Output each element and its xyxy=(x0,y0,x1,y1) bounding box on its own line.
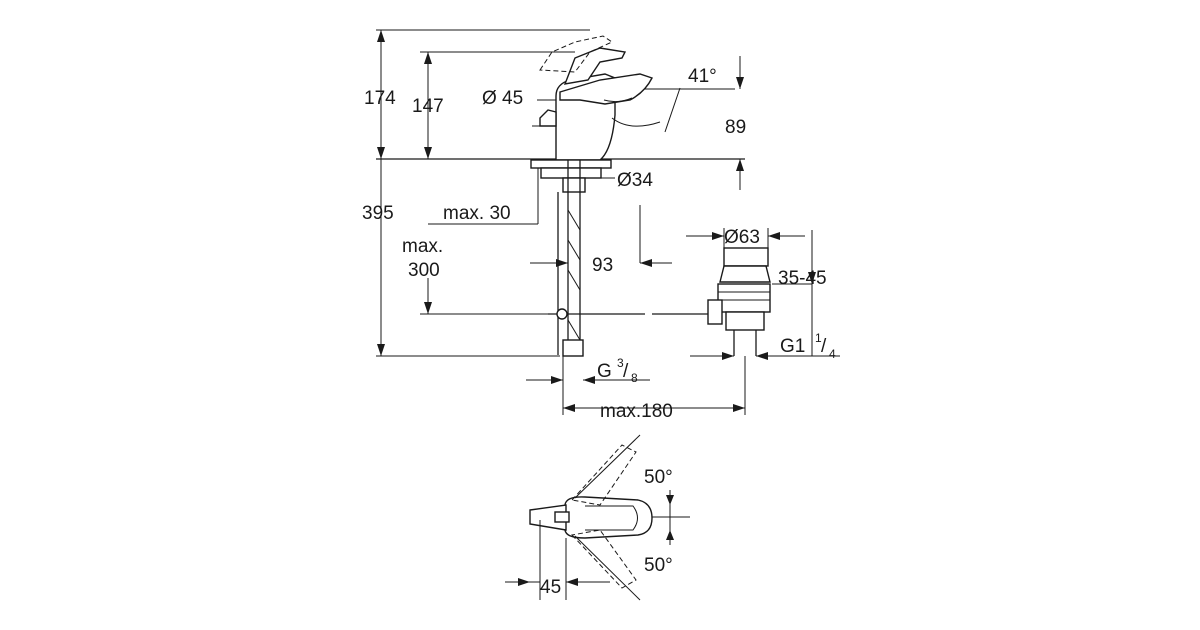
label-waste-thread-num: 1 xyxy=(815,331,822,345)
faucet-top-view xyxy=(505,434,690,601)
dimension-lines xyxy=(376,30,840,415)
label-max-reach: max.180 xyxy=(600,401,673,422)
label-max-drop-line2: 300 xyxy=(408,260,440,281)
label-spout-height: 147 xyxy=(412,96,444,117)
label-supply-thread-den: 8 xyxy=(631,371,638,385)
waste-assembly xyxy=(707,247,771,356)
label-swing-right: 50° xyxy=(644,555,673,576)
label-waste-thread-den: 4 xyxy=(829,347,836,361)
label-total-height: 174 xyxy=(364,88,396,109)
label-waste-diameter: Ø63 xyxy=(724,227,760,248)
label-waste-thread: G1 xyxy=(780,336,805,357)
label-below-deck-total: 395 xyxy=(362,203,394,224)
label-swing-left: 50° xyxy=(644,467,673,488)
label-max-deck-thickness: max. 30 xyxy=(443,203,511,224)
label-supply-thread-slash: / xyxy=(623,361,629,382)
dimension-labels: 174 147 Ø 45 41° 89 Ø34 max. 30 395 max.… xyxy=(362,66,836,598)
label-waste-range: 35-45 xyxy=(778,268,827,289)
label-drain-offset: 93 xyxy=(592,255,613,276)
label-handle-offset: 45 xyxy=(540,577,561,598)
label-supply-thread: G xyxy=(597,361,612,382)
label-max-drop-line1: max. xyxy=(402,236,443,257)
faucet-side-view xyxy=(376,29,745,357)
label-supply-thread-num: 3 xyxy=(617,356,624,370)
label-spout-clearance: 89 xyxy=(725,117,746,138)
label-waste-thread-slash: / xyxy=(821,336,827,357)
label-hole-diameter: Ø34 xyxy=(617,170,653,191)
label-lever-angle: 41° xyxy=(688,66,717,87)
label-body-diameter: Ø 45 xyxy=(482,88,523,109)
